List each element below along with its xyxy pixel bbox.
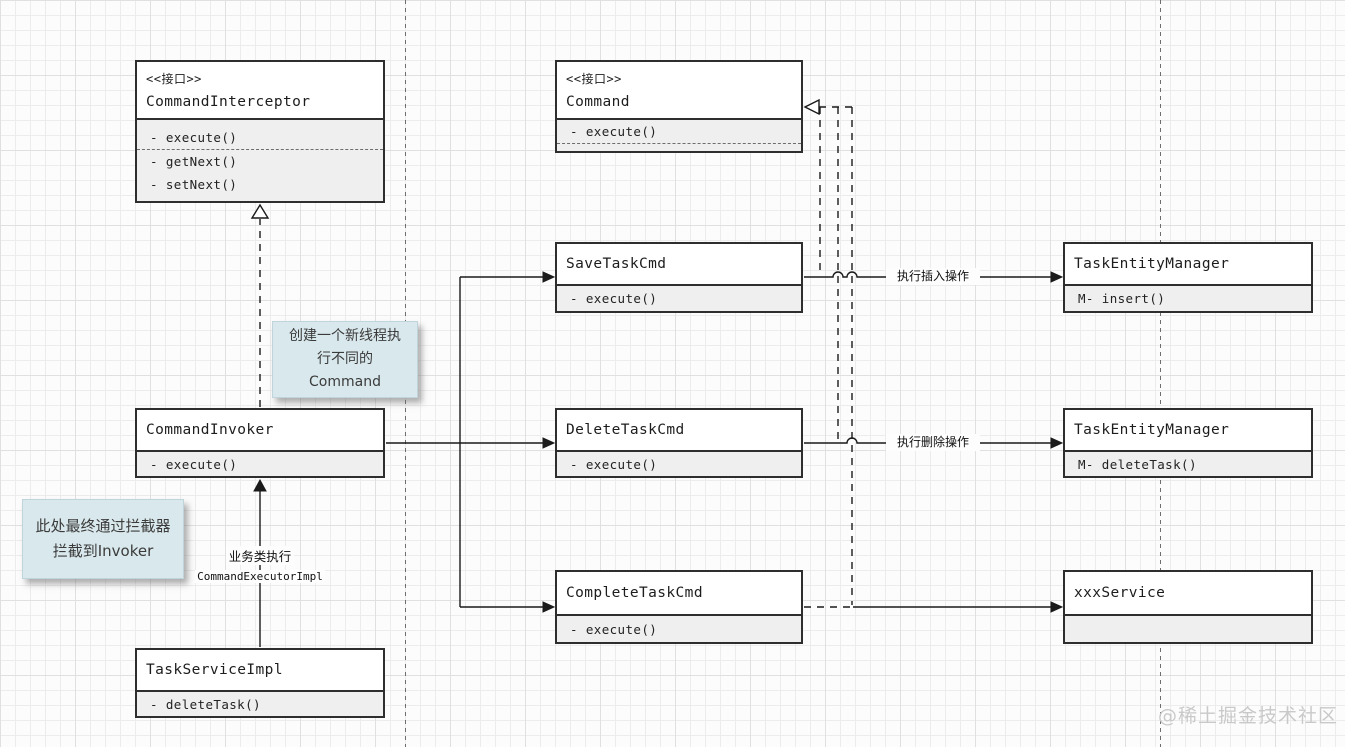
- arrowhead-icon: [253, 478, 267, 492]
- class-name: CommandInterceptor: [146, 94, 311, 110]
- method-row: - execute(): [150, 456, 238, 472]
- class-name: xxxService: [1074, 585, 1166, 601]
- class-name: TaskServiceImpl: [146, 662, 283, 678]
- class-title: DeleteTaskCmd: [557, 410, 801, 450]
- class-completetaskcmd[interactable]: CompleteTaskCmd - execute(): [555, 570, 803, 644]
- class-title: TaskEntityManager: [1065, 410, 1311, 450]
- methods-compartment: - execute(): [557, 614, 801, 642]
- arrowhead-icon: [542, 601, 556, 613]
- method-row: - getNext(): [150, 153, 238, 169]
- class-name: TaskEntityManager: [1074, 422, 1230, 438]
- class-name: TaskEntityManager: [1074, 256, 1230, 272]
- class-title: TaskEntityManager: [1065, 244, 1311, 284]
- method-row: M- deleteTask(): [1078, 456, 1197, 472]
- class-xxxservice[interactable]: xxxService: [1063, 570, 1313, 644]
- class-name: SaveTaskCmd: [566, 256, 667, 272]
- class-name: CommandInvoker: [146, 422, 274, 438]
- note-new-thread[interactable]: 创建一个新线程执行不同的 Command: [272, 321, 418, 398]
- class-taskentitymanager-delete[interactable]: TaskEntityManager M- deleteTask(): [1063, 408, 1313, 478]
- stereotype-label: <<接口>>: [146, 72, 202, 86]
- methods-compartment: M- deleteTask(): [1065, 450, 1311, 476]
- methods-compartment-empty: [1065, 614, 1311, 642]
- methods-compartment: - execute() - getNext() - setNext(): [137, 118, 383, 201]
- edge-label-insert-op: 执行插入操作: [886, 268, 980, 285]
- class-deletetaskcmd[interactable]: DeleteTaskCmd - execute(): [555, 408, 803, 478]
- class-commandinterceptor[interactable]: <<接口>> CommandInterceptor - execute() - …: [135, 60, 385, 203]
- association-edge-delete-delete[interactable]: [804, 437, 1051, 444]
- edge-label-delete-op: 执行删除操作: [886, 434, 980, 451]
- note-interceptor-invoker[interactable]: 此处最终通过拦截器拦截到Invoker: [22, 499, 184, 579]
- arrowhead-icon: [1050, 271, 1064, 283]
- methods-compartment: - execute(): [557, 450, 801, 476]
- method-row: - deleteTask(): [150, 696, 261, 712]
- business-exec-line2: CommandExecutorImpl: [195, 570, 325, 583]
- class-name: DeleteTaskCmd: [566, 422, 685, 438]
- methods-compartment: - execute(): [137, 450, 383, 476]
- method-row: - execute(): [570, 456, 658, 472]
- method-row: - execute(): [557, 120, 801, 144]
- stereotype-label: <<接口>>: [566, 72, 622, 86]
- class-commandinvoker[interactable]: CommandInvoker - execute(): [135, 408, 385, 478]
- methods-compartment: - deleteTask(): [137, 690, 383, 716]
- class-taskserviceimpl[interactable]: TaskServiceImpl - deleteTask(): [135, 648, 385, 718]
- method-row: - execute(): [570, 291, 658, 306]
- class-title: CommandInvoker: [137, 410, 383, 450]
- arrowhead-icon: [1050, 601, 1064, 613]
- hollow-triangle-arrow-icon: [803, 98, 820, 116]
- method-row: - setNext(): [150, 176, 238, 192]
- methods-compartment: - execute(): [557, 284, 801, 311]
- class-title: xxxService: [1065, 572, 1311, 614]
- methods-compartment: M- insert(): [1065, 284, 1311, 311]
- class-title: TaskServiceImpl: [137, 650, 383, 690]
- business-exec-line1: 业务类执行: [225, 546, 295, 565]
- class-command[interactable]: <<接口>> Command - execute(): [555, 60, 803, 153]
- class-savetaskcmd[interactable]: SaveTaskCmd - execute(): [555, 242, 803, 313]
- method-row: M- insert(): [1078, 291, 1166, 306]
- association-edge-save-insert[interactable]: [804, 271, 1051, 278]
- hollow-triangle-arrow-icon: [250, 203, 270, 219]
- method-row: - execute(): [137, 126, 383, 150]
- class-title: CompleteTaskCmd: [557, 572, 801, 614]
- methods-compartment: - execute(): [557, 118, 801, 151]
- method-row: - execute(): [570, 621, 658, 637]
- class-taskentitymanager-insert[interactable]: TaskEntityManager M- insert(): [1063, 242, 1313, 313]
- edge-label-business-exec: 业务类执行 CommandExecutorImpl: [195, 546, 325, 584]
- class-title: <<接口>> CommandInterceptor: [137, 62, 383, 118]
- arrowhead-icon: [542, 271, 556, 283]
- class-title: <<接口>> Command: [557, 62, 801, 118]
- arrowhead-icon: [1050, 437, 1064, 449]
- class-name: Command: [566, 94, 630, 110]
- class-title: SaveTaskCmd: [557, 244, 801, 284]
- class-name: CompleteTaskCmd: [566, 585, 703, 601]
- watermark-juejin: @稀土掘金技术社区: [1158, 705, 1339, 727]
- arrowhead-icon: [542, 437, 556, 449]
